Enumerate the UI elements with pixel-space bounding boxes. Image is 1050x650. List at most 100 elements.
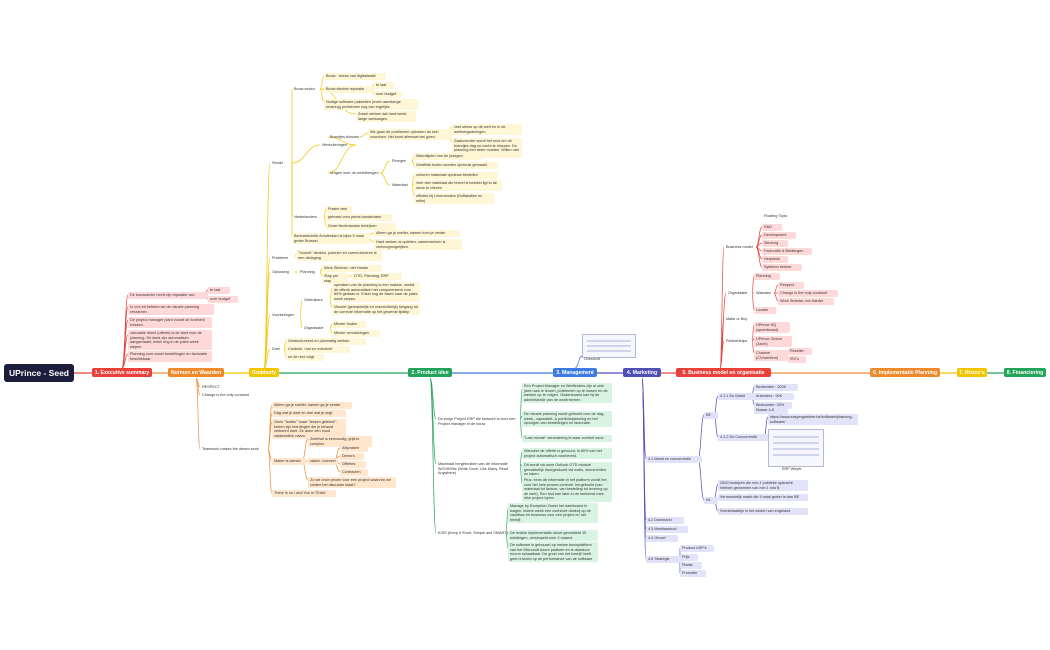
bm-isv[interactable]: ISV's xyxy=(788,356,806,363)
bm-channel[interactable]: Channel (CV/webfirm) xyxy=(754,350,788,362)
god-geboeid[interactable]: geboeid voor prima bandelzaes xyxy=(326,214,392,221)
exec-reputatie[interactable]: De bouwsector heeft zijn reputatie van xyxy=(128,292,208,299)
god-hard-werken[interactable]: Hard werken is opletten, samenwerken is … xyxy=(374,239,462,251)
mkt-bedienden[interactable]: Bedienden : 200K xyxy=(754,384,798,391)
god-vooruit[interactable]: "Vooruit" denken, plannen en communicere… xyxy=(296,250,382,262)
bm-change[interactable]: Change is the only constant xyxy=(778,290,838,297)
god-opmaken[interactable]: opmaken van de planning is een makkie, o… xyxy=(332,282,420,303)
topic-management[interactable]: 3. Management xyxy=(553,368,597,377)
bm-partnerships[interactable]: Partnerships xyxy=(726,339,748,343)
mkt-url[interactable]: https://www.easyergebieter.be/software/p… xyxy=(768,414,858,426)
product-azure[interactable]: De software is gebouwd op meiwe bouwplat… xyxy=(508,542,598,563)
god-probleem[interactable]: Probleem xyxy=(272,256,289,260)
product-last-minute[interactable]: "Last minute" verandering is waar comfor… xyxy=(522,435,612,442)
mkt-klasse[interactable]: Klasse 4-8 xyxy=(754,407,788,414)
mkt-engeland[interactable]: Voorbelaatdijk in het zuiden van engelan… xyxy=(718,508,808,515)
topic-executive-summary[interactable]: 1. Executive summary xyxy=(92,368,152,377)
god-visueel[interactable]: Visueel (gemakkelijk en overzichtelijk) … xyxy=(332,304,420,316)
god-gestructureerd[interactable]: Gestructureerd en planmatig werken xyxy=(286,338,366,345)
team-zeg[interactable]: Dag wat je doet en doe wat je zegt xyxy=(272,410,346,417)
mkt-marktaanbod[interactable]: 4.3 Marktaanbod xyxy=(646,526,688,533)
exec-calculatie[interactable]: calculatie direct (offerte) is de start … xyxy=(128,330,212,351)
exec-bestellingen[interactable]: Planning voor zowel bestellingen en fact… xyxy=(128,351,212,363)
mkt-arbeiders[interactable]: Arbeiders : 90K xyxy=(754,393,794,400)
team-no-i[interactable]: There is no I and You in TEAM xyxy=(272,490,336,497)
mkt-plaats[interactable]: Plaats xyxy=(680,562,702,569)
god-brandjes[interactable]: Brandjes blussen xyxy=(330,135,360,139)
product-enige-erp[interactable]: De enige Project ERP die bedacht is door… xyxy=(438,417,516,426)
team-peoen[interactable]: Zo we onze peoen voor een project waarva… xyxy=(308,477,396,489)
bm-organisatie[interactable]: Organisatie xyxy=(728,291,748,295)
god-minder-verzakkingen[interactable]: Minder verzakkingen xyxy=(332,330,380,337)
mkt-erp-weyer[interactable]: ERP Weyer xyxy=(782,467,802,471)
team-afspraken[interactable]: Afspraken xyxy=(340,445,368,452)
team-offertes[interactable]: Offertes xyxy=(340,461,366,468)
mkt-erp-thumbnail[interactable] xyxy=(768,429,824,467)
god-materiaal[interactable]: Materiaal xyxy=(392,183,408,187)
bm-global[interactable]: UPrince Global (Jacht) xyxy=(754,336,792,348)
exec-over-budget[interactable]: over budget xyxy=(208,296,238,303)
topic-product-idee[interactable]: 2. Product idee xyxy=(408,368,452,377)
mkt-2500[interactable]: 2500 bedrijven die min-1 publieke opdrac… xyxy=(718,480,808,492)
team-zaken[interactable]: zaken, hoeveel xyxy=(308,458,338,465)
bm-werkorg[interactable]: Werkorg xyxy=(762,240,788,247)
god-minder-fouten[interactable]: Minder fouten xyxy=(332,321,366,328)
mkt-doelmarkt[interactable]: 4.2 Doelmarkt xyxy=(646,517,684,524)
god-gtd[interactable]: GTD, Planning, ERP xyxy=(352,273,402,280)
exec-visuele-planning[interactable]: In cr/e.ed hebben we de visuele planning… xyxy=(128,304,214,316)
topic-risicos[interactable]: 7. Risico's xyxy=(957,368,987,377)
mkt-be[interactable]: BE xyxy=(704,412,718,419)
bm-hq[interactable]: UPrince HQ (speedboost) xyxy=(754,322,790,334)
mkt-de-markt[interactable]: 4.1.1 De Markt xyxy=(718,393,756,400)
bm-make-or-buy[interactable]: Make or Buy xyxy=(726,317,748,321)
god-stap[interactable]: Stap per stap xyxy=(322,273,348,285)
god-reputatie[interactable]: Bouw slechte reputatie xyxy=(324,86,374,93)
god-werkvlieringen[interactable]: Werkvlieringen xyxy=(322,143,348,147)
god-controle[interactable]: Controle, rust en overzicht xyxy=(286,346,350,353)
mkt-concurrentie[interactable]: 4.1.2 De Concurrentie xyxy=(718,434,768,441)
god-software[interactable]: Nodige software pakketten (meer aanelang… xyxy=(324,99,418,111)
god-bouw-sector[interactable]: Bouw sector xyxy=(294,87,315,91)
bm-reseller[interactable]: Reseller xyxy=(788,348,812,355)
topic-goddeefy[interactable]: Goddeefy xyxy=(249,368,279,377)
god-stress-werf[interactable]: veel stress op de werf en in de werfverg… xyxy=(452,124,522,136)
bm-floating-topic[interactable]: Floating Topic xyxy=(764,214,788,218)
exec-project-manager[interactable]: De project manager plant vooraf de kroek… xyxy=(128,317,212,329)
team-contracten[interactable]: Contracten xyxy=(340,469,368,476)
bm-business-model[interactable]: Business model xyxy=(726,245,753,249)
god-rest[interactable]: en de rest volgt xyxy=(286,354,324,361)
bm-waarden[interactable]: Waarden xyxy=(756,291,772,295)
bm-helpdesk[interactable]: Helpdesk xyxy=(762,256,788,263)
product-visuele-planning[interactable]: De visuele planning wordt gebruikt voor … xyxy=(522,411,612,427)
god-alleen[interactable]: Alleen ga je sneller, samen kom je verde… xyxy=(374,230,460,237)
topic-normen-en-waarden[interactable]: Normen en Waarden xyxy=(168,368,224,377)
god-oplossing[interactable]: Oplossing xyxy=(272,270,289,274)
god-offisten[interactable]: offisten bij Leveranciers (Suffakatien e… xyxy=(414,193,494,205)
bm-locatie[interactable]: Locatie xyxy=(754,307,776,314)
product-mobile[interactable]: De mobile implementatie stuurt gemiddeld… xyxy=(508,530,598,542)
mkt-prijs[interactable]: Prijs xyxy=(680,554,698,561)
exec-te-laat[interactable]: te laat xyxy=(208,287,230,294)
team-alleen[interactable]: Alleen ga je sneller, samen ga je verder xyxy=(272,402,352,409)
product-manage-exception[interactable]: Manage by Exception Zowel het dashboard … xyxy=(508,503,598,524)
god-gestfilde[interactable]: Gestfilde fouten worden opnieuw gemaakt xyxy=(414,162,498,169)
god-werk-slimmer[interactable]: Werk Slimmer, niet Harder xyxy=(322,265,382,272)
god-ploegen[interactable]: Ploegen xyxy=(392,159,406,163)
mkt-promotie[interactable]: Promotie xyxy=(680,570,706,577)
mkt-nl[interactable]: NL xyxy=(704,497,718,504)
god-amsterdam[interactable]: Bereodekzeite Amsterdam is bijna 5 maal … xyxy=(292,233,370,245)
god-wachttijden[interactable]: Wachttijden van de ploegen xyxy=(414,153,482,160)
team-eenvoudig[interactable]: Zeelt/wil is eenvoudig, grijs is complex xyxy=(308,436,372,448)
god-over-budget[interactable]: over budget xyxy=(374,91,402,98)
product-pm-werfleiders[interactable]: Een Project Manager en Werfleiders zijn … xyxy=(522,383,612,404)
mkt-omzet[interactable]: 4.4 Omzet xyxy=(646,535,678,542)
product-plus[interactable]: Plus: eens de informatie in het platform… xyxy=(522,477,612,502)
bm-systeem[interactable]: Systeem beheer xyxy=(762,264,802,271)
mkt-usp[interactable]: Product USP's xyxy=(680,545,714,552)
product-outlook[interactable]: Dit wordt via onze Outlook GTD module ge… xyxy=(522,462,612,478)
god-vragen[interactable]: Vragen over de werkfirengen xyxy=(330,171,379,175)
topic-marketing[interactable]: 4. Marketing xyxy=(623,368,661,377)
bm-rd[interactable]: R&D xyxy=(762,224,782,231)
god-teveel[interactable]: Veel niet materiaal die teveel is bestel… xyxy=(414,180,502,192)
god-planning[interactable]: Planning xyxy=(300,270,315,274)
